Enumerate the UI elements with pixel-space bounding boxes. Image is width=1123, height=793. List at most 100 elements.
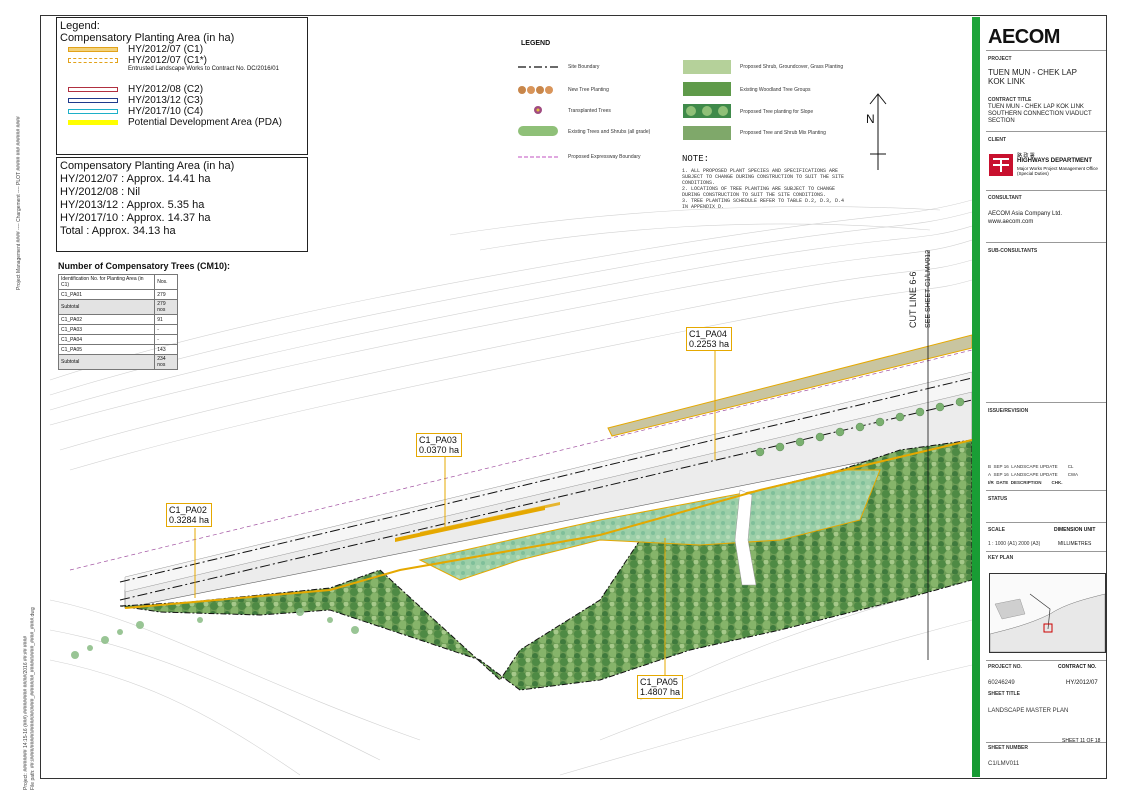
legend-label: HY/2017/10 (C4)	[128, 106, 204, 117]
cell: C1_PA03	[57, 324, 156, 335]
highways-logo-icon	[989, 154, 1013, 176]
rev-date: SEP 16	[993, 464, 1009, 469]
north-arrow-icon	[869, 93, 887, 170]
cell: -	[154, 334, 178, 345]
project-name: TUEN MUN - CHEK LAP KOK LINK	[988, 68, 1077, 86]
legend-item-c1: HY/2012/07 (C1)	[60, 44, 304, 55]
swatch	[68, 120, 118, 125]
sheet-number: C1/LMV011	[988, 761, 1020, 767]
legend2-woodland: Existing Woodland Tree Groups	[740, 87, 811, 93]
legend-item-c3: HY/2013/12 (C3)	[60, 95, 304, 106]
dimension-value: MILLIMETRES	[1058, 541, 1092, 547]
area-line: Total : Approx. 34.13 ha	[60, 225, 176, 237]
header-cell: Nos.	[154, 274, 178, 290]
client-cn: 路 政 署	[1017, 153, 1035, 159]
legend-item-c1-star: HY/2012/07 (C1*)	[60, 55, 304, 66]
callout-area: 0.0370 ha	[419, 445, 460, 455]
contract-no: HY/2012/07	[1066, 680, 1098, 686]
client-sub: Major Works Project Management Office (S…	[1017, 166, 1098, 176]
callout-area: 1.4807 ha	[640, 687, 681, 697]
legend2-mix: Proposed Tree and Shrub Mix Planting	[740, 130, 826, 136]
note-item: 2. LOCATIONS OF TREE PLANTING ARE SUBJEC…	[682, 186, 836, 198]
notes: 1. ALL PROPOSED PLANT SPECIES AND SPECIF…	[682, 168, 852, 210]
brand-bar	[972, 17, 980, 777]
key-plan-map	[989, 573, 1106, 653]
cell: 91	[154, 314, 178, 325]
rev-id: I/R	[988, 480, 994, 485]
swatch	[68, 58, 118, 63]
notes-title: NOTE:	[682, 154, 710, 164]
legend-label: HY/2013/12 (C3)	[128, 95, 204, 106]
compensatory-legend: Legend: Compensatory Planting Area (in h…	[56, 17, 308, 155]
legend-symbols	[518, 66, 558, 158]
legend-item-entrusted: Entrusted Landscape Works to Contract No…	[60, 66, 304, 84]
table-row: C1_PA03-	[57, 324, 178, 335]
cell: 279 nos	[154, 299, 178, 315]
strip-text-3: File path: ##:/####/#####/#####/##/####_…	[30, 607, 36, 790]
client-label: CLIENT	[988, 137, 1007, 143]
revision-row: A SEP 16 LANDSCAPE UPDATE CWA	[988, 472, 1078, 477]
legend-title: LEGEND	[521, 40, 551, 47]
area-summary: Compensatory Planting Area (in ha) HY/20…	[56, 157, 308, 252]
table-header: Identification No. for Planting Area (in…	[57, 274, 178, 290]
header-cell: Identification No. for Planting Area (in…	[57, 274, 156, 290]
legend-label: HY/2012/07 (C1)	[128, 44, 204, 55]
callout-c1-pa05: C1_PA05 1.4807 ha	[637, 675, 684, 699]
callout-c1-pa03: C1_PA03 0.0370 ha	[416, 433, 463, 457]
rev-chk: CWA	[1067, 472, 1079, 477]
legend-swatches	[683, 60, 731, 140]
legend-item-c4: HY/2017/10 (C4)	[60, 106, 304, 117]
project-no: 60246249	[988, 680, 1015, 686]
consultant-web: www.aecom.com	[988, 219, 1034, 225]
cell: Subtotal	[57, 354, 156, 370]
landscape-map	[49, 199, 972, 776]
legend-label: HY/2012/08 (C2)	[128, 84, 204, 95]
cell: Subtotal	[57, 299, 156, 315]
area-line: HY/2012/08 : Nil	[60, 186, 141, 198]
contract-title: TUEN MUN - CHEK LAP KOK LINK SOUTHERN CO…	[988, 104, 1092, 124]
planting-area-c1-pa05-upper	[418, 469, 881, 581]
legend-title: Legend:	[60, 20, 100, 32]
swatch	[68, 87, 118, 92]
cell: C1_PA04	[57, 334, 156, 345]
contract-title-label: CONTRACT TITLE	[988, 97, 1032, 103]
scale-value: 1 : 1000 (A1) 2000 (A3)	[988, 541, 1041, 547]
rev-id: B	[988, 464, 992, 469]
swatch	[68, 109, 118, 114]
rev-date: DATE	[996, 480, 1009, 485]
legend2-shrub: Proposed Shrub, Groundcover, Grass Plant…	[740, 64, 844, 70]
legend-subtitle: Compensatory Planting Area (in ha)	[60, 32, 235, 44]
sheet-number-label: SHEET NUMBER	[988, 745, 1029, 751]
trees-table-title: Number of Compensatory Trees (CM10):	[58, 261, 231, 271]
area-line: HY/2017/10 : Approx. 14.37 ha	[60, 212, 211, 224]
issue-label: ISSUE/REVISION	[988, 408, 1029, 414]
rev-date: SEP 16	[993, 472, 1009, 477]
sheet-title-label: SHEET TITLE	[988, 691, 1020, 697]
drawing-frame	[40, 15, 1107, 779]
legend2-slope: Proposed Tree planting for Slope	[740, 109, 814, 115]
project-label: PROJECT	[988, 56, 1012, 62]
callout-id: C1_PA03	[419, 435, 457, 445]
callout-area: 0.3284 ha	[169, 515, 210, 525]
rev-id: A	[988, 472, 992, 477]
legend-label: Entrusted Landscape Works to Contract No…	[128, 66, 279, 72]
area-line: HY/2013/12 : Approx. 5.35 ha	[60, 199, 205, 211]
rev-desc: LANDSCAPE UPDATE	[1011, 464, 1058, 469]
callout-c1-pa02: C1_PA02 0.3284 ha	[166, 503, 213, 527]
legend-label: HY/2012/07 (C1*)	[128, 55, 207, 66]
legend2-existing-trees: Existing Trees and Shrubs (all grade)	[568, 129, 651, 135]
trees-table: Identification No. for Planting Area (in…	[57, 274, 178, 370]
project-no-label: PROJECT NO.	[988, 664, 1022, 670]
scale-label: SCALE	[988, 527, 1005, 533]
rev-chk: CL	[1067, 464, 1074, 469]
legend2-site-boundary: Site Boundary	[568, 64, 600, 70]
cell: C1_PA01	[57, 289, 156, 300]
consultant-name: AECOM Asia Company Ltd.	[988, 211, 1063, 217]
callout-id: C1_PA04	[689, 329, 727, 339]
callout-id: C1_PA05	[640, 677, 678, 687]
status-label: STATUS	[988, 496, 1008, 502]
